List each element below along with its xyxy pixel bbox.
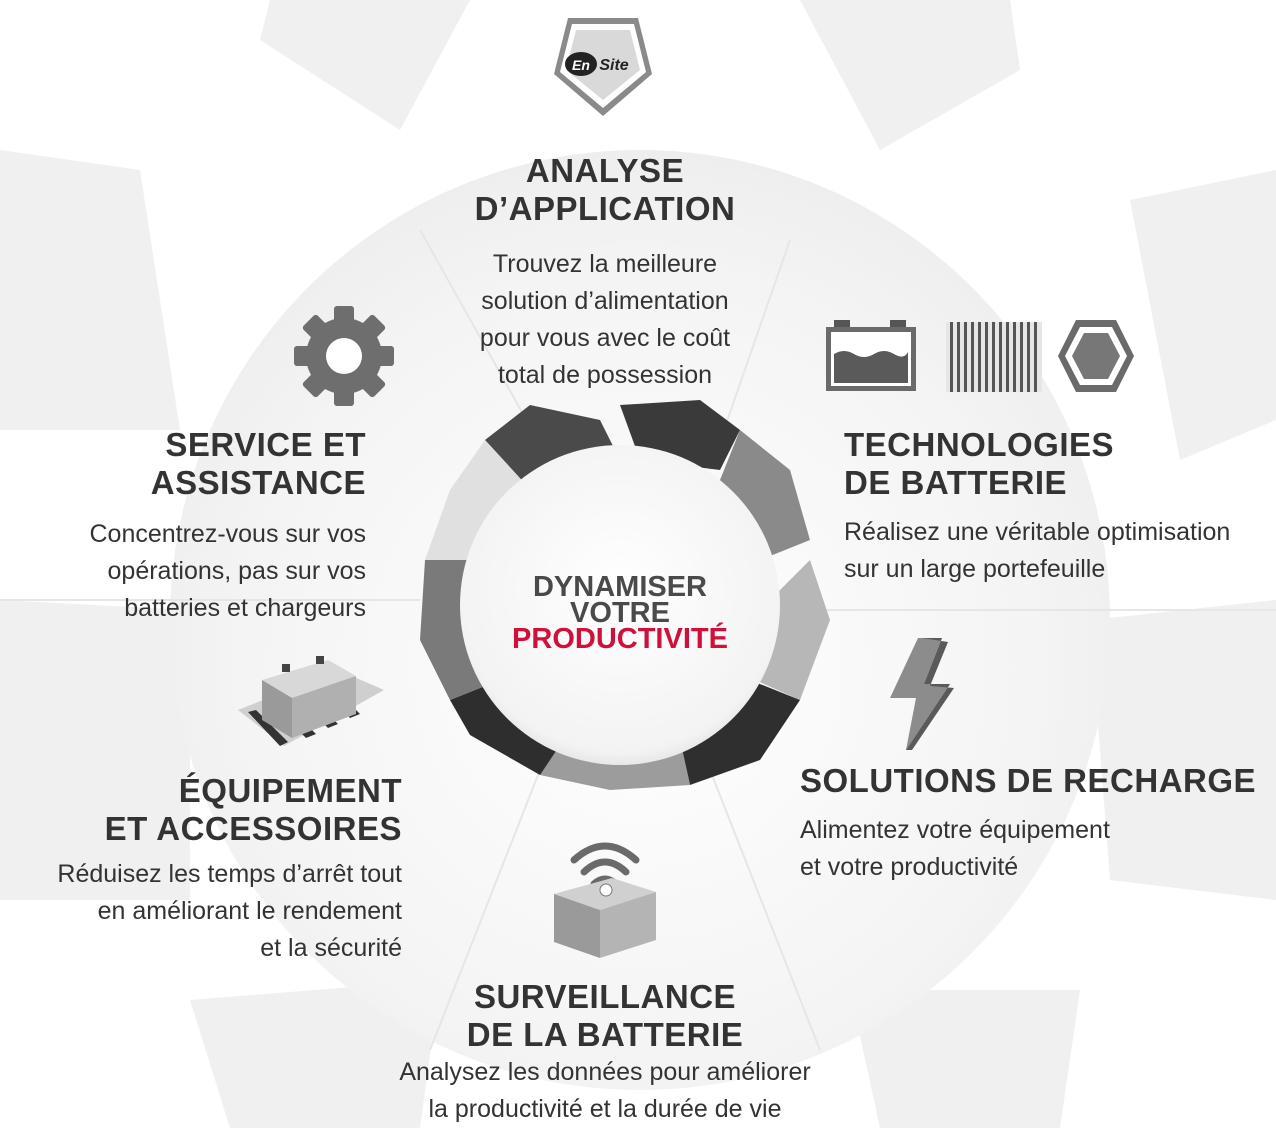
wireless-battery-icon bbox=[554, 842, 656, 958]
lightning-bolt-icon bbox=[890, 638, 954, 750]
equipement-description: Réduisez les temps d’arrêt tout en améli… bbox=[0, 856, 402, 967]
technologies-desc-line-2: sur un large portefeuille bbox=[844, 555, 1106, 583]
equipement-desc-line-3: et la sécurité bbox=[260, 934, 402, 962]
recharge-title: SOLUTIONS DE RECHARGE bbox=[800, 762, 1270, 800]
center-line-1: DYNAMISER bbox=[532, 571, 707, 603]
surveillance-desc-line-1: Analysez les données pour améliorer bbox=[399, 1058, 811, 1086]
service-description: Concentrez-vous sur vos opérations, pas … bbox=[20, 516, 366, 627]
hexagon-icon bbox=[1058, 320, 1134, 392]
surveillance-title-line-1: SURVEILLANCE bbox=[473, 978, 737, 1015]
analyse-desc-line-2: solution d’alimentation bbox=[481, 287, 729, 315]
surveillance-description: Analysez les données pour améliorer la p… bbox=[340, 1054, 870, 1128]
gear-icon bbox=[294, 306, 394, 406]
surveillance-desc-line-2: la productivité et la durée de vie bbox=[428, 1095, 782, 1123]
ensite-logo-icon: En Site bbox=[554, 18, 652, 116]
service-desc-line-1: Concentrez-vous sur vos bbox=[89, 520, 366, 548]
analyse-desc-line-1: Trouvez la meilleure bbox=[492, 250, 718, 278]
equipement-desc-line-2: en améliorant le rendement bbox=[97, 897, 402, 925]
technologies-title-line-2: DE BATTERIE bbox=[844, 464, 1068, 501]
service-title-line-1: SERVICE ET bbox=[165, 426, 366, 463]
analyse-title-line-1: ANALYSE bbox=[525, 152, 685, 189]
equipement-title-line-2: ET ACCESSOIRES bbox=[104, 810, 402, 847]
analyse-title: ANALYSE D’APPLICATION bbox=[430, 152, 780, 228]
battery-on-rails-icon bbox=[238, 656, 384, 746]
center-title: DYNAMISER VOTRE PRODUCTIVITÉ bbox=[470, 571, 770, 655]
recharge-title-line-1: SOLUTIONS DE RECHARGE bbox=[800, 762, 1257, 799]
recharge-desc-line-1: Alimentez votre équipement bbox=[800, 816, 1110, 844]
service-desc-line-3: batteries et chargeurs bbox=[124, 594, 366, 622]
recharge-desc-line-2: et votre productivité bbox=[800, 853, 1019, 881]
recharge-description: Alimentez votre équipement et votre prod… bbox=[800, 812, 1240, 886]
technologies-description: Réalisez une véritable optimisation sur … bbox=[844, 514, 1274, 588]
service-title-line-2: ASSISTANCE bbox=[150, 464, 366, 501]
battery-icon bbox=[826, 320, 916, 391]
equipement-title: ÉQUIPEMENT ET ACCESSOIRES bbox=[40, 772, 402, 848]
analyse-desc-line-3: pour vous avec le coût bbox=[479, 324, 731, 352]
service-desc-line-2: opérations, pas sur vos bbox=[107, 557, 366, 585]
center-line-2: VOTRE bbox=[570, 597, 670, 629]
center-line-3: PRODUCTIVITÉ bbox=[512, 623, 728, 655]
technologies-title-line-1: TECHNOLOGIES bbox=[844, 426, 1115, 463]
surveillance-title-line-2: DE LA BATTERIE bbox=[466, 1016, 744, 1053]
surveillance-title: SURVEILLANCE DE LA BATTERIE bbox=[420, 978, 790, 1054]
analyse-title-line-2: D’APPLICATION bbox=[474, 190, 736, 227]
technologies-title: TECHNOLOGIES DE BATTERIE bbox=[844, 426, 1264, 502]
logo-en: En bbox=[572, 57, 590, 73]
equipement-desc-line-1: Réduisez les temps d’arrêt tout bbox=[57, 860, 402, 888]
analyse-description: Trouvez la meilleure solution d’alimenta… bbox=[430, 246, 780, 394]
technologies-desc-line-1: Réalisez une véritable optimisation bbox=[844, 518, 1231, 546]
equipement-title-line-1: ÉQUIPEMENT bbox=[178, 772, 402, 809]
analyse-desc-line-4: total de possession bbox=[497, 361, 713, 389]
service-title: SERVICE ET ASSISTANCE bbox=[40, 426, 366, 502]
logo-site: Site bbox=[599, 57, 628, 74]
cell-stack-icon bbox=[946, 322, 1042, 392]
